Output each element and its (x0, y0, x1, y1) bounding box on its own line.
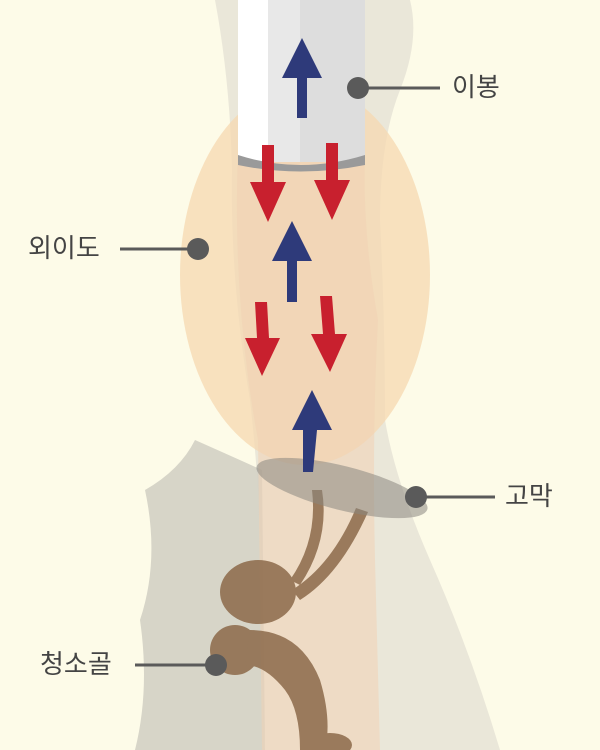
ear-canal-label: 외이도 (28, 234, 100, 264)
incoming-arrow-3 (292, 390, 332, 472)
pointer-lines (120, 86, 495, 667)
earplug-label: 이봉 (452, 73, 500, 103)
incoming-sound-arrows (272, 38, 332, 472)
earplug-pointer-dot (347, 77, 369, 99)
reflected-arrow-4 (311, 296, 347, 372)
eardrum-membrane (256, 457, 428, 519)
ossicles-label: 청소골 (40, 650, 112, 680)
reflected-arrow-2 (314, 143, 350, 220)
ossicles-pointer-dot (205, 654, 227, 676)
incoming-arrow-1 (282, 38, 322, 118)
reflected-sound-arrows (245, 143, 350, 376)
eardrum-label: 고막 (505, 482, 553, 512)
ear-canal-pointer-dot (187, 238, 209, 260)
pointer-dots (187, 77, 427, 676)
eardrum-pointer-dot (405, 486, 427, 508)
reflected-arrow-3 (245, 302, 280, 376)
incoming-arrow-2 (272, 221, 312, 302)
reflected-arrow-1 (250, 145, 286, 222)
